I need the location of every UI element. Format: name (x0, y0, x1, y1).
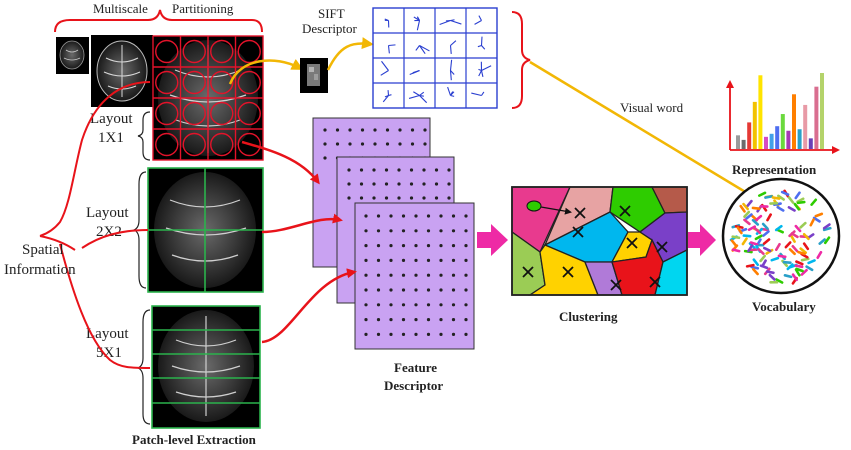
brain-thumbnail-medium (91, 35, 153, 107)
arrow-5x1-to-feature (261, 268, 357, 344)
sift-label: SIFT (318, 6, 345, 21)
histogram-bar (780, 114, 785, 149)
sift-descriptor-label: Descriptor (302, 21, 358, 36)
clustering-label: Clustering (559, 309, 618, 324)
patch-thumbnail (300, 58, 328, 93)
arrow-clustering-to-vocabulary (688, 224, 716, 256)
layout-5x1-value: 5X1 (96, 345, 122, 361)
information-label: Information (4, 262, 76, 278)
feature-panel-front (354, 202, 475, 350)
feature-descriptor-label: Descriptor (384, 378, 443, 393)
histogram-bar (747, 122, 752, 149)
patch-arrow (228, 58, 304, 85)
layout-2x2-title: Layout (86, 205, 129, 221)
histogram-bar (752, 101, 757, 149)
vocabulary-circle (721, 177, 841, 295)
arrow-1x1-to-feature (241, 140, 320, 185)
multiscale-brace (54, 9, 263, 33)
histogram-bar (764, 136, 768, 149)
spatial-brace-bottom (59, 243, 151, 369)
histogram-bar (792, 94, 796, 149)
brain-thumbnail-small (56, 37, 89, 74)
histogram-bar (758, 75, 763, 149)
layout-1x1-title: Layout (90, 111, 133, 127)
feature-label: Feature (394, 360, 437, 375)
layout-1x1-value: 1X1 (98, 130, 124, 146)
clustering-map (511, 186, 688, 296)
spatial-brace-top (39, 81, 151, 237)
histogram-bar (803, 104, 808, 149)
visual-word-label: Visual word (620, 100, 684, 115)
histogram-bar (814, 86, 819, 149)
layout-1x1-brace (137, 111, 151, 161)
partitioning-label: Partitioning (172, 1, 234, 16)
brain-layout-2x2 (147, 167, 264, 293)
histogram-bar (786, 130, 791, 149)
spatial-label: Spatial (22, 242, 64, 258)
sift-arrow (326, 37, 374, 71)
histogram-bar (820, 73, 824, 149)
vocabulary-label: Vocabulary (752, 299, 816, 314)
histogram-bar (775, 126, 780, 149)
patch-extraction-label: Patch-level Extraction (132, 432, 257, 447)
histogram-bar (736, 135, 740, 149)
visual-word-arrow (529, 60, 756, 199)
histogram-bar (808, 138, 813, 149)
brain-layout-1x1 (152, 35, 264, 161)
histogram-bar (741, 139, 746, 149)
histogram-bar (769, 133, 774, 149)
sift-brace (511, 11, 531, 109)
layout-2x2-value: 2X2 (96, 224, 122, 240)
spatial-brace-mid (81, 229, 149, 249)
layout-5x1-title: Layout (86, 326, 129, 342)
arrow-feature-to-clustering (477, 224, 508, 256)
arrow-2x2-to-feature (261, 213, 343, 234)
representation-label: Representation (732, 162, 817, 177)
representation-histogram (726, 73, 840, 154)
sift-descriptor-grid (372, 7, 498, 109)
multiscale-label: Multiscale (93, 1, 148, 16)
histogram-bar (797, 129, 802, 149)
brain-layout-5x1 (151, 305, 261, 429)
